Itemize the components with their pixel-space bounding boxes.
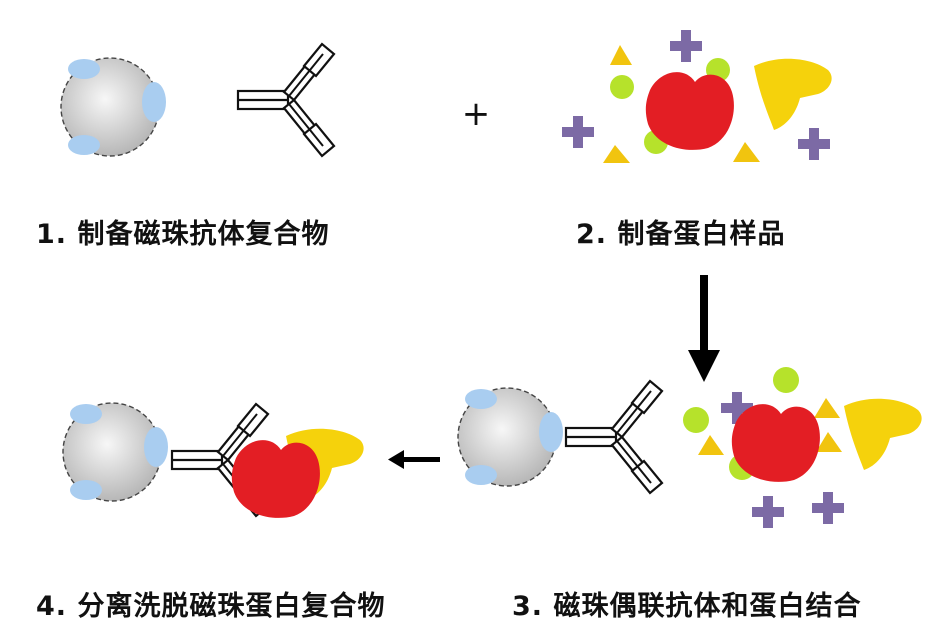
step2-caption: 2. 制备蛋白样品: [576, 219, 786, 250]
step3-bead-icon: [457, 387, 564, 487]
plus-symbol: +: [462, 94, 491, 134]
step4-bead-icon: [62, 402, 169, 502]
step3-antibody-icon: [564, 379, 664, 495]
step3-protein-sample: [683, 367, 922, 528]
step3-caption: 3. 磁珠偶联抗体和蛋白结合: [512, 591, 862, 622]
arrow-left-icon: [388, 450, 440, 469]
step4-bound-proteins: [231, 428, 364, 518]
step4-caption: 4. 分离洗脱磁珠蛋白复合物: [36, 591, 386, 622]
step2-protein-sample: [562, 30, 832, 163]
step1-bead-icon: [60, 57, 167, 157]
step1-antibody-icon: [236, 42, 336, 158]
arrow-down-icon: [688, 275, 720, 382]
step1-caption: 1. 制备磁珠抗体复合物: [36, 219, 330, 250]
